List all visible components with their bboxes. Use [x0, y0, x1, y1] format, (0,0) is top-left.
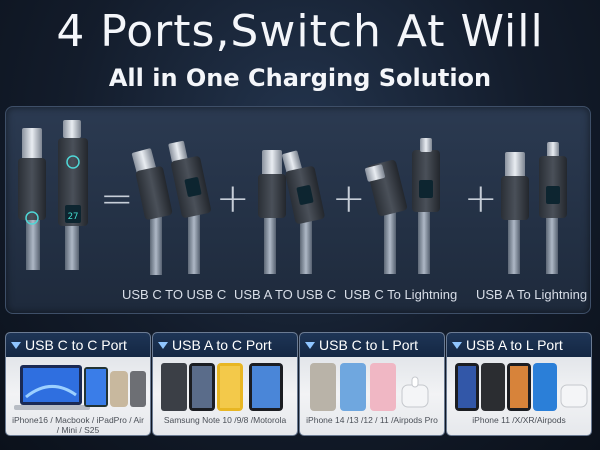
- subheadline: All in One Charging Solution: [108, 64, 492, 92]
- caption-usbc-to-lightning: USB C To Lightning: [344, 287, 458, 302]
- card-header: USB A to L Port: [447, 333, 591, 357]
- card-devices-text: Samsung Note 10 /9/8 /Motorola: [163, 415, 287, 425]
- card-devices-text: iPhone 11 /X/XR/Airpods: [472, 415, 566, 425]
- caption-usbc-to-usbc: USB C TO USB C: [122, 287, 227, 302]
- card-devices-text: iPhone 14 /13 /12 / 11 /Airpods Pro: [306, 415, 438, 425]
- devices-illustration: [161, 363, 283, 411]
- card-title: USB A to C Port: [172, 337, 272, 353]
- triangle-down-icon: [452, 341, 462, 349]
- devices-illustration: [455, 363, 588, 411]
- equals-sign: =: [100, 176, 134, 222]
- caption-usba-to-usbc: USB A TO USB C: [234, 287, 337, 302]
- port-card-usba-to-c: USB A to C Port Samsung Note 10 /9/8 /Mo…: [152, 332, 298, 436]
- port-card-usbc-to-l: USB C to L Port iPhone 14 /13 /12 / 11 /…: [299, 332, 445, 436]
- card-title: USB C to C Port: [25, 337, 127, 353]
- port-card-usbc-to-c: USB C to C Port iPhone16 / Macbook / iPa…: [5, 332, 151, 436]
- card-header: USB A to C Port: [153, 333, 297, 357]
- card-header: USB C to L Port: [300, 333, 444, 357]
- triangle-down-icon: [158, 341, 168, 349]
- plus-sign: +: [464, 176, 498, 222]
- svg-text:27: 27: [68, 212, 79, 222]
- devices-illustration: [310, 363, 429, 411]
- triangle-down-icon: [305, 341, 315, 349]
- triangle-down-icon: [11, 341, 21, 349]
- cable-usba-to-lightning: [501, 142, 567, 274]
- cable-full-4in1: 27: [18, 120, 88, 270]
- card-title: USB C to L Port: [319, 337, 419, 353]
- cable-illustration: 27: [18, 120, 567, 275]
- card-header: USB C to C Port: [6, 333, 150, 357]
- port-card-usba-to-l: USB A to L Port iPhone 11 /X/XR/Airpods: [446, 332, 592, 436]
- plus-sign: +: [216, 176, 250, 222]
- cable-usba-to-usbc: [258, 150, 325, 274]
- cable-usbc-to-lightning: [364, 138, 440, 274]
- headline: 4 Ports,Switch At Will: [56, 6, 544, 57]
- card-devices-text: iPhone16 / Macbook / iPadPro / Air / Min…: [12, 415, 144, 435]
- card-title: USB A to L Port: [466, 337, 563, 353]
- plus-sign: +: [332, 176, 366, 222]
- cable-usbc-to-usbc: [131, 140, 211, 275]
- caption-usba-to-lightning: USB A To Lightning: [476, 287, 588, 302]
- devices-illustration: [14, 365, 146, 410]
